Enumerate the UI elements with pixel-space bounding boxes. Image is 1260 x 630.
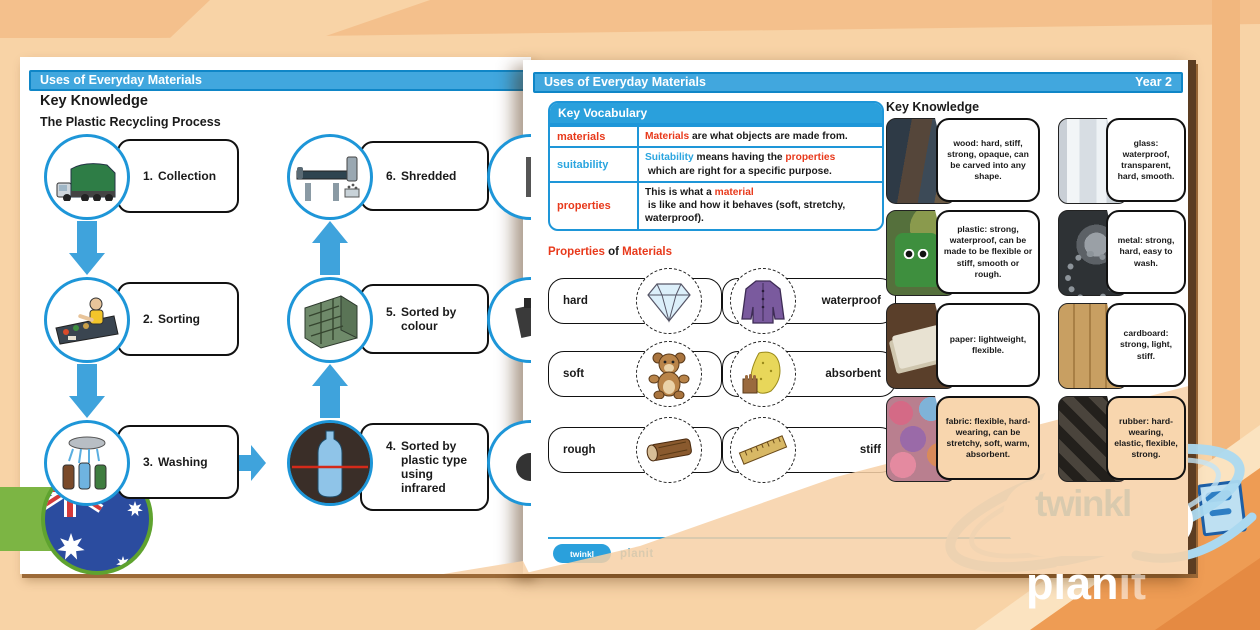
- arrow-up-2-icon: [312, 221, 348, 275]
- sponge-icon: [742, 351, 781, 394]
- step-label: Washing: [158, 455, 208, 469]
- plastic-description: plastic: strong, waterproof, can be made…: [936, 210, 1040, 294]
- step-label: Sorted by colour: [401, 305, 457, 333]
- vocab-definition: Suitability means having the properties …: [645, 152, 836, 177]
- property-label: hard: [563, 295, 588, 307]
- year-badge: Year 2: [1135, 75, 1172, 89]
- key-vocabulary-table: Key Vocabulary materials Materials are w…: [548, 101, 884, 231]
- step-box-washing: 3. Washing: [117, 425, 239, 499]
- shredder-machine-icon: [296, 156, 360, 201]
- step-box-collection: 1. Collection: [117, 139, 239, 213]
- left-page-header-bar: Uses of Everyday Materials: [29, 70, 531, 91]
- vocab-definition: Materials are what objects are made from…: [645, 131, 848, 142]
- step-label: Shredded: [401, 169, 457, 183]
- recycling-process-subtitle: The Plastic Recycling Process: [40, 115, 221, 129]
- rubber-description: rubber: hard-wearing, elastic, flexible,…: [1106, 396, 1186, 480]
- material-card-paper: paper: lightweight, flexible.: [886, 303, 1040, 389]
- step-number: 4.: [386, 439, 397, 453]
- fabric-description: fabric: flexible, hard-wearing, can be s…: [936, 396, 1040, 480]
- bottle-infrared-icon: [290, 423, 370, 503]
- step-box-sorting: 2. Sorting: [117, 282, 239, 356]
- vocab-term: materials: [550, 127, 639, 147]
- properties-of-materials-heading: Properties of Materials: [548, 246, 672, 258]
- vocab-term: suitability: [550, 148, 639, 181]
- raincoat-icon: [741, 280, 785, 324]
- step-label: Sorted by plastic type using infrared: [401, 439, 468, 495]
- property-circle-waterproof: [730, 268, 796, 334]
- glass-description: glass: waterproof, transparent, hard, sm…: [1106, 118, 1186, 202]
- vocab-definition: This is what a material is like and how …: [645, 186, 849, 225]
- sorting-conveyor-icon: [55, 297, 119, 345]
- ruler-icon: [738, 435, 788, 465]
- vocab-term: properties: [550, 182, 639, 229]
- material-card-plastic: plastic: strong, waterproof, can be made…: [886, 210, 1040, 296]
- property-circle-absorbent: [730, 341, 796, 407]
- property-label: rough: [563, 444, 596, 456]
- material-card-glass: glass: waterproof, transparent, hard, sm…: [1058, 118, 1186, 204]
- right-page-title: Uses of Everyday Materials: [544, 75, 706, 89]
- material-card-metal: metal: strong, hard, easy to wash.: [1058, 210, 1186, 296]
- step-box-shredded: 6. Shredded: [360, 141, 489, 211]
- key-knowledge-heading-right: Key Knowledge: [886, 100, 980, 114]
- right-page-header-bar: Uses of Everyday Materials Year 2: [533, 72, 1183, 93]
- plastic-bale-icon: [304, 295, 358, 349]
- property-circle-rough: [636, 417, 702, 483]
- step-circle-washing: [44, 420, 130, 506]
- cardboard-description: cardboard: strong, light, stiff.: [1106, 303, 1186, 387]
- step-circle-infrared: [287, 420, 373, 506]
- property-label: stiff: [859, 444, 881, 456]
- vocab-row-materials: materials Materials are what objects are…: [550, 125, 882, 147]
- material-card-wood: wood: hard, stiff, strong, opaque, can b…: [886, 118, 1040, 204]
- step-label: Sorting: [158, 312, 201, 326]
- property-circle-stiff: [730, 417, 796, 483]
- vocab-row-properties: properties This is what a material is li…: [550, 180, 882, 229]
- page-left-key-knowledge: Uses of Everyday Materials Key Knowledge…: [20, 57, 531, 574]
- log-icon: [646, 438, 692, 462]
- property-label: absorbent: [825, 368, 881, 380]
- left-page-title: Uses of Everyday Materials: [40, 73, 202, 87]
- step-circle-sorted-colour: [287, 277, 373, 363]
- diamond-icon: [647, 283, 691, 323]
- step-circle-partial-middle: [487, 277, 531, 363]
- step-circle-partial-bottom: [487, 420, 531, 506]
- key-knowledge-heading: Key Knowledge: [40, 93, 148, 109]
- vocab-title: Key Vocabulary: [550, 103, 882, 125]
- property-label: waterproof: [821, 295, 881, 307]
- step-label: Collection: [158, 169, 217, 183]
- step-circle-partial-top: [487, 134, 531, 220]
- arrow-up-1-icon: [312, 364, 348, 418]
- arrow-right-washing-icon: [236, 445, 266, 481]
- step-circle-collection: [44, 134, 130, 220]
- wood-description: wood: hard, stiff, strong, opaque, can b…: [936, 118, 1040, 202]
- step-box-infrared: 4. Sorted by plastic type using infrared: [360, 423, 489, 511]
- metal-description: metal: strong, hard, easy to wash.: [1106, 210, 1186, 294]
- bottles-shower-icon: [62, 436, 107, 490]
- step-number: 3.: [143, 455, 154, 469]
- teddy-bear-icon: [648, 352, 690, 399]
- material-card-cardboard: cardboard: strong, light, stiff.: [1058, 303, 1186, 389]
- material-card-rubber: rubber: hard-wearing, elastic, flexible,…: [1058, 396, 1186, 482]
- paper-description: paper: lightweight, flexible.: [936, 303, 1040, 387]
- step-number: 6.: [386, 169, 397, 183]
- step-number: 5.: [386, 305, 397, 319]
- step-number: 1.: [143, 169, 154, 183]
- property-circle-soft: [636, 341, 702, 407]
- property-circle-hard: [636, 268, 702, 334]
- page-right-key-knowledge: Uses of Everyday Materials Year 2 Key Vo…: [523, 60, 1196, 574]
- vocab-row-suitability: suitability Suitability means having the…: [550, 146, 882, 181]
- property-label: soft: [563, 368, 585, 380]
- arrow-down-1-icon: [69, 221, 105, 275]
- footer-twinkl-text: twinkl: [569, 548, 595, 559]
- step-number: 2.: [143, 312, 154, 326]
- step-circle-shredded: [287, 134, 373, 220]
- garbage-truck-icon: [56, 163, 116, 201]
- step-box-sorted-colour: 5. Sorted by colour: [360, 284, 489, 354]
- step-circle-sorting: [44, 277, 130, 363]
- arrow-down-2-icon: [69, 364, 105, 418]
- material-card-fabric: fabric: flexible, hard-wearing, can be s…: [886, 396, 1040, 482]
